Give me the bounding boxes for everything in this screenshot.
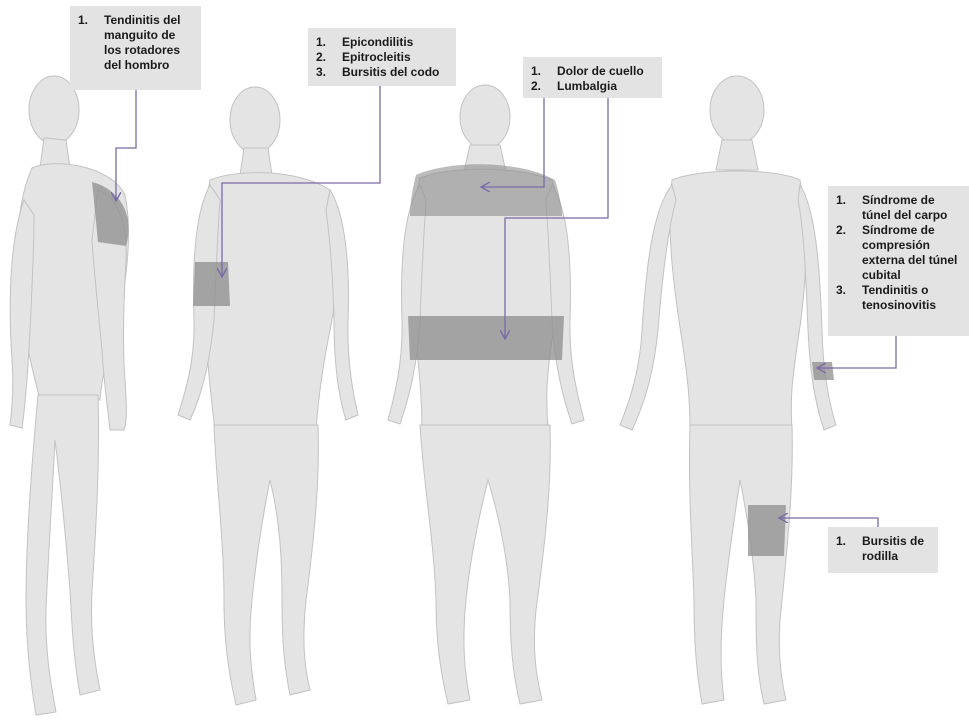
figure-front-view	[620, 76, 836, 704]
lumbar-highlight	[408, 316, 564, 360]
callout-item: 1.Dolor de cuello	[531, 64, 654, 79]
callout-shoulder: 1.Tendinitis del manguito de los rotador…	[70, 6, 201, 90]
elbow-highlight	[193, 262, 230, 306]
arrow-shoulder	[116, 90, 136, 200]
wrist-highlight	[812, 362, 834, 380]
callout-item: 2.Epitrocleitis	[316, 50, 448, 65]
figure-side-view	[10, 76, 129, 715]
neck-upper-back-highlight	[410, 164, 562, 216]
callout-elbow: 1.Epicondilitis 2.Epitrocleitis 3.Bursit…	[308, 28, 456, 86]
callout-item: 1.Bursitis de rodilla	[836, 534, 930, 564]
arrow-knee	[780, 518, 878, 527]
callout-item: 2.Síndrome de compresión externa del tún…	[836, 223, 961, 283]
callout-wrist: 1.Síndrome de túnel del carpo 2.Síndrome…	[828, 186, 969, 336]
callout-item: 3.Tendinitis o tenosinovitis	[836, 283, 961, 313]
callout-knee: 1.Bursitis de rodilla	[828, 527, 938, 573]
callout-back: 1.Dolor de cuello 2.Lumbalgia	[523, 57, 662, 98]
callout-item: 2.Lumbalgia	[531, 79, 654, 94]
callout-item: 1.Síndrome de túnel del carpo	[836, 193, 961, 223]
callout-item: 1.Epicondilitis	[316, 35, 448, 50]
callout-item: 1.Tendinitis del manguito de los rotador…	[78, 13, 193, 73]
figure-back-side-view	[178, 87, 358, 705]
callout-item: 3.Bursitis del codo	[316, 65, 448, 80]
knee-highlight	[748, 505, 786, 556]
